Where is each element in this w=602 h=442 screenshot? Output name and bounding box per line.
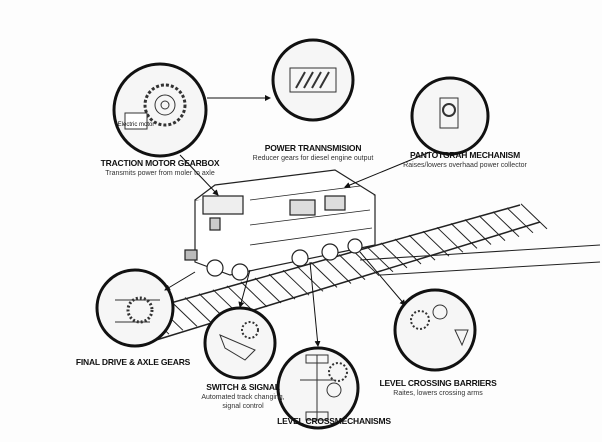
electric-motor-label: Electric motor — [117, 122, 155, 128]
pantograph-desc: Raises/lowers overhaad power collector — [403, 162, 527, 169]
power-transmission-title: POWER TRANNSMISION — [264, 143, 362, 153]
rail-tie — [394, 238, 422, 265]
level-crossing-barriers-desc: Raites, lowers crossing arms — [393, 390, 483, 397]
rail-tie — [436, 226, 464, 253]
rail-tie — [422, 230, 450, 257]
switch-signal-title: SWITCH & SIGNAL — [206, 382, 280, 392]
rail-tie — [324, 258, 352, 284]
pantograph-title: PANTOTGRAH MECHANISM — [410, 150, 520, 160]
rail-tie — [492, 211, 520, 238]
level-crossing-barriers-title: LEVEL CROSSING BARRIERS — [379, 378, 497, 388]
level-cross-mechanisms-title: LEVEL CROSSMECHANISMS — [277, 416, 391, 426]
rail-tie — [366, 246, 394, 273]
rail-tie — [282, 269, 310, 296]
traction-motor-title: TRACTION MOTOR GEARBOX — [100, 158, 220, 168]
rail-tie — [170, 301, 198, 327]
rail-tie — [408, 234, 436, 261]
rail-tie — [268, 273, 296, 300]
rail-tie — [296, 265, 324, 292]
rail-tie — [226, 285, 254, 312]
callout-arrows — [164, 95, 431, 347]
rail-tie — [184, 297, 212, 323]
switch-signal-desc-2: signal control — [222, 403, 264, 410]
detail-circles — [95, 38, 490, 430]
switch-signal-desc: Automated track changing, — [201, 394, 285, 401]
rail-tie — [380, 242, 408, 269]
final-drive-title: FINAL DRIVE & AXLE GEARS — [75, 357, 191, 367]
traction-motor-desc: Transmits power from moler to axle — [105, 170, 215, 177]
rail-tie — [520, 203, 548, 230]
rail-tie — [464, 219, 492, 245]
rail-tie — [310, 262, 338, 288]
power-transmission-desc: Reducer gears for diesel engine output — [252, 155, 374, 162]
rail-tie — [338, 254, 366, 280]
rail-tie — [478, 215, 506, 241]
rail-tie — [352, 250, 380, 277]
rail-tie — [506, 207, 534, 234]
rail-tie — [254, 277, 282, 304]
rail-tie — [450, 223, 478, 249]
